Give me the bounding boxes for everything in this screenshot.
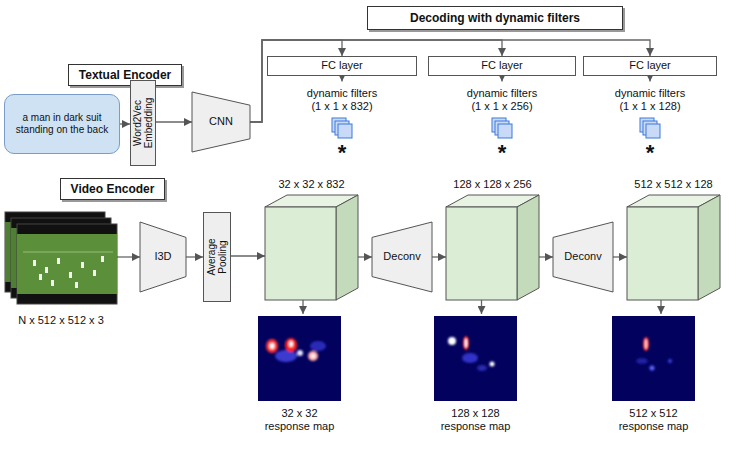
input-sentence-box: a man in dark suit standing on the back (4, 94, 120, 154)
video-frames-image (5, 212, 117, 304)
deconv-block: Deconv (372, 222, 432, 292)
fc-layer-box: FC layer (428, 56, 576, 76)
node-label: FC layer (481, 59, 523, 72)
node-label: Deconv (383, 250, 420, 263)
connector-arrow (186, 256, 203, 257)
caption-label: 512 x 512 response map (616, 407, 692, 433)
node-label: dynamic filters (1 x 1 x 128) (611, 87, 689, 113)
connector-arrow (341, 76, 342, 82)
caption-label: 128 x 128 x 256 (438, 178, 548, 191)
response-heatmap (258, 316, 341, 401)
node-label: Textual Encoder (79, 68, 171, 82)
node-label: a man in dark suit standing on the back (11, 112, 113, 136)
i3d-block: I3D (140, 222, 186, 292)
node-label: I3D (154, 250, 171, 263)
response-map: 32 x 32 response map (258, 316, 341, 401)
filter-icon (640, 118, 660, 138)
node-label: Word2Vec Embedding (132, 91, 154, 155)
connector-arrow (501, 76, 502, 82)
fc-layer-box: FC layer (267, 56, 417, 76)
video-frames: N x 512 x 512 x 3 (5, 212, 117, 304)
dynamic-filter-label: dynamic filters (1 x 1 x 832) (297, 84, 387, 117)
connector-arrow (660, 300, 661, 314)
fc-layer-box: FC layer (583, 56, 717, 76)
node-label: CNN (209, 115, 233, 128)
connector-arrow (117, 256, 140, 257)
node-label: FC layer (321, 59, 363, 72)
filter-icon (492, 118, 512, 138)
deconv-block: Deconv (553, 222, 613, 292)
connector-arrow (231, 255, 265, 256)
pooling-block: Average Pooling (203, 212, 231, 302)
connector-arrow (649, 76, 650, 82)
cube-shape (265, 195, 358, 300)
section-header: Textual Encoder (68, 64, 182, 86)
node-label: dynamic filters (1 x 1 x 256) (463, 87, 541, 113)
caption-label: 512 x 512 x 128 (619, 178, 729, 191)
node-label: Deconv (564, 250, 601, 263)
connector-arrow (120, 123, 130, 124)
caption-label: 128 x 128 response map (438, 407, 514, 433)
section-header: Decoding with dynamic filters (367, 6, 623, 30)
response-map: 512 x 512 response map (612, 316, 695, 401)
connector-arrow (481, 300, 482, 314)
feature-cube: 32 x 32 x 832 (265, 195, 358, 300)
embedding-block: Word2Vec Embedding (130, 80, 156, 166)
connector-arrow (358, 256, 372, 257)
dynamic-filter-label: dynamic filters (1 x 1 x 128) (605, 84, 695, 117)
connector-arrow (250, 40, 502, 122)
connector-arrow (156, 121, 192, 122)
response-heatmap (612, 316, 695, 401)
feature-cube: 128 x 128 x 256 (446, 195, 539, 300)
response-map: 128 x 128 response map (434, 316, 517, 401)
cube-shape (627, 195, 720, 300)
node-label: Decoding with dynamic filters (410, 11, 580, 25)
connector-arrow (613, 256, 627, 257)
section-header: Video Encoder (60, 178, 165, 200)
connector-arrow (302, 300, 303, 314)
node-label: dynamic filters (1 x 1 x 832) (303, 87, 381, 113)
convolution-symbol: * (646, 142, 655, 164)
caption-label: N x 512 x 512 x 3 (5, 314, 117, 327)
node-label: Average Pooling (206, 225, 228, 289)
cnn-block: CNN (192, 92, 250, 152)
connector-arrow (432, 256, 446, 257)
caption-label: 32 x 32 response map (262, 407, 338, 433)
connector-arrow (539, 256, 553, 257)
node-label: FC layer (629, 59, 671, 72)
feature-cube: 512 x 512 x 128 (627, 195, 720, 300)
filter-icon (332, 118, 352, 138)
cube-shape (446, 195, 539, 300)
convolution-symbol: * (498, 142, 507, 164)
node-label: Video Encoder (71, 182, 155, 196)
response-heatmap (434, 316, 517, 401)
dynamic-filter-label: dynamic filters (1 x 1 x 256) (457, 84, 547, 117)
connector-arrow (250, 40, 650, 122)
caption-label: 32 x 32 x 832 (257, 178, 367, 191)
convolution-symbol: * (338, 142, 347, 164)
